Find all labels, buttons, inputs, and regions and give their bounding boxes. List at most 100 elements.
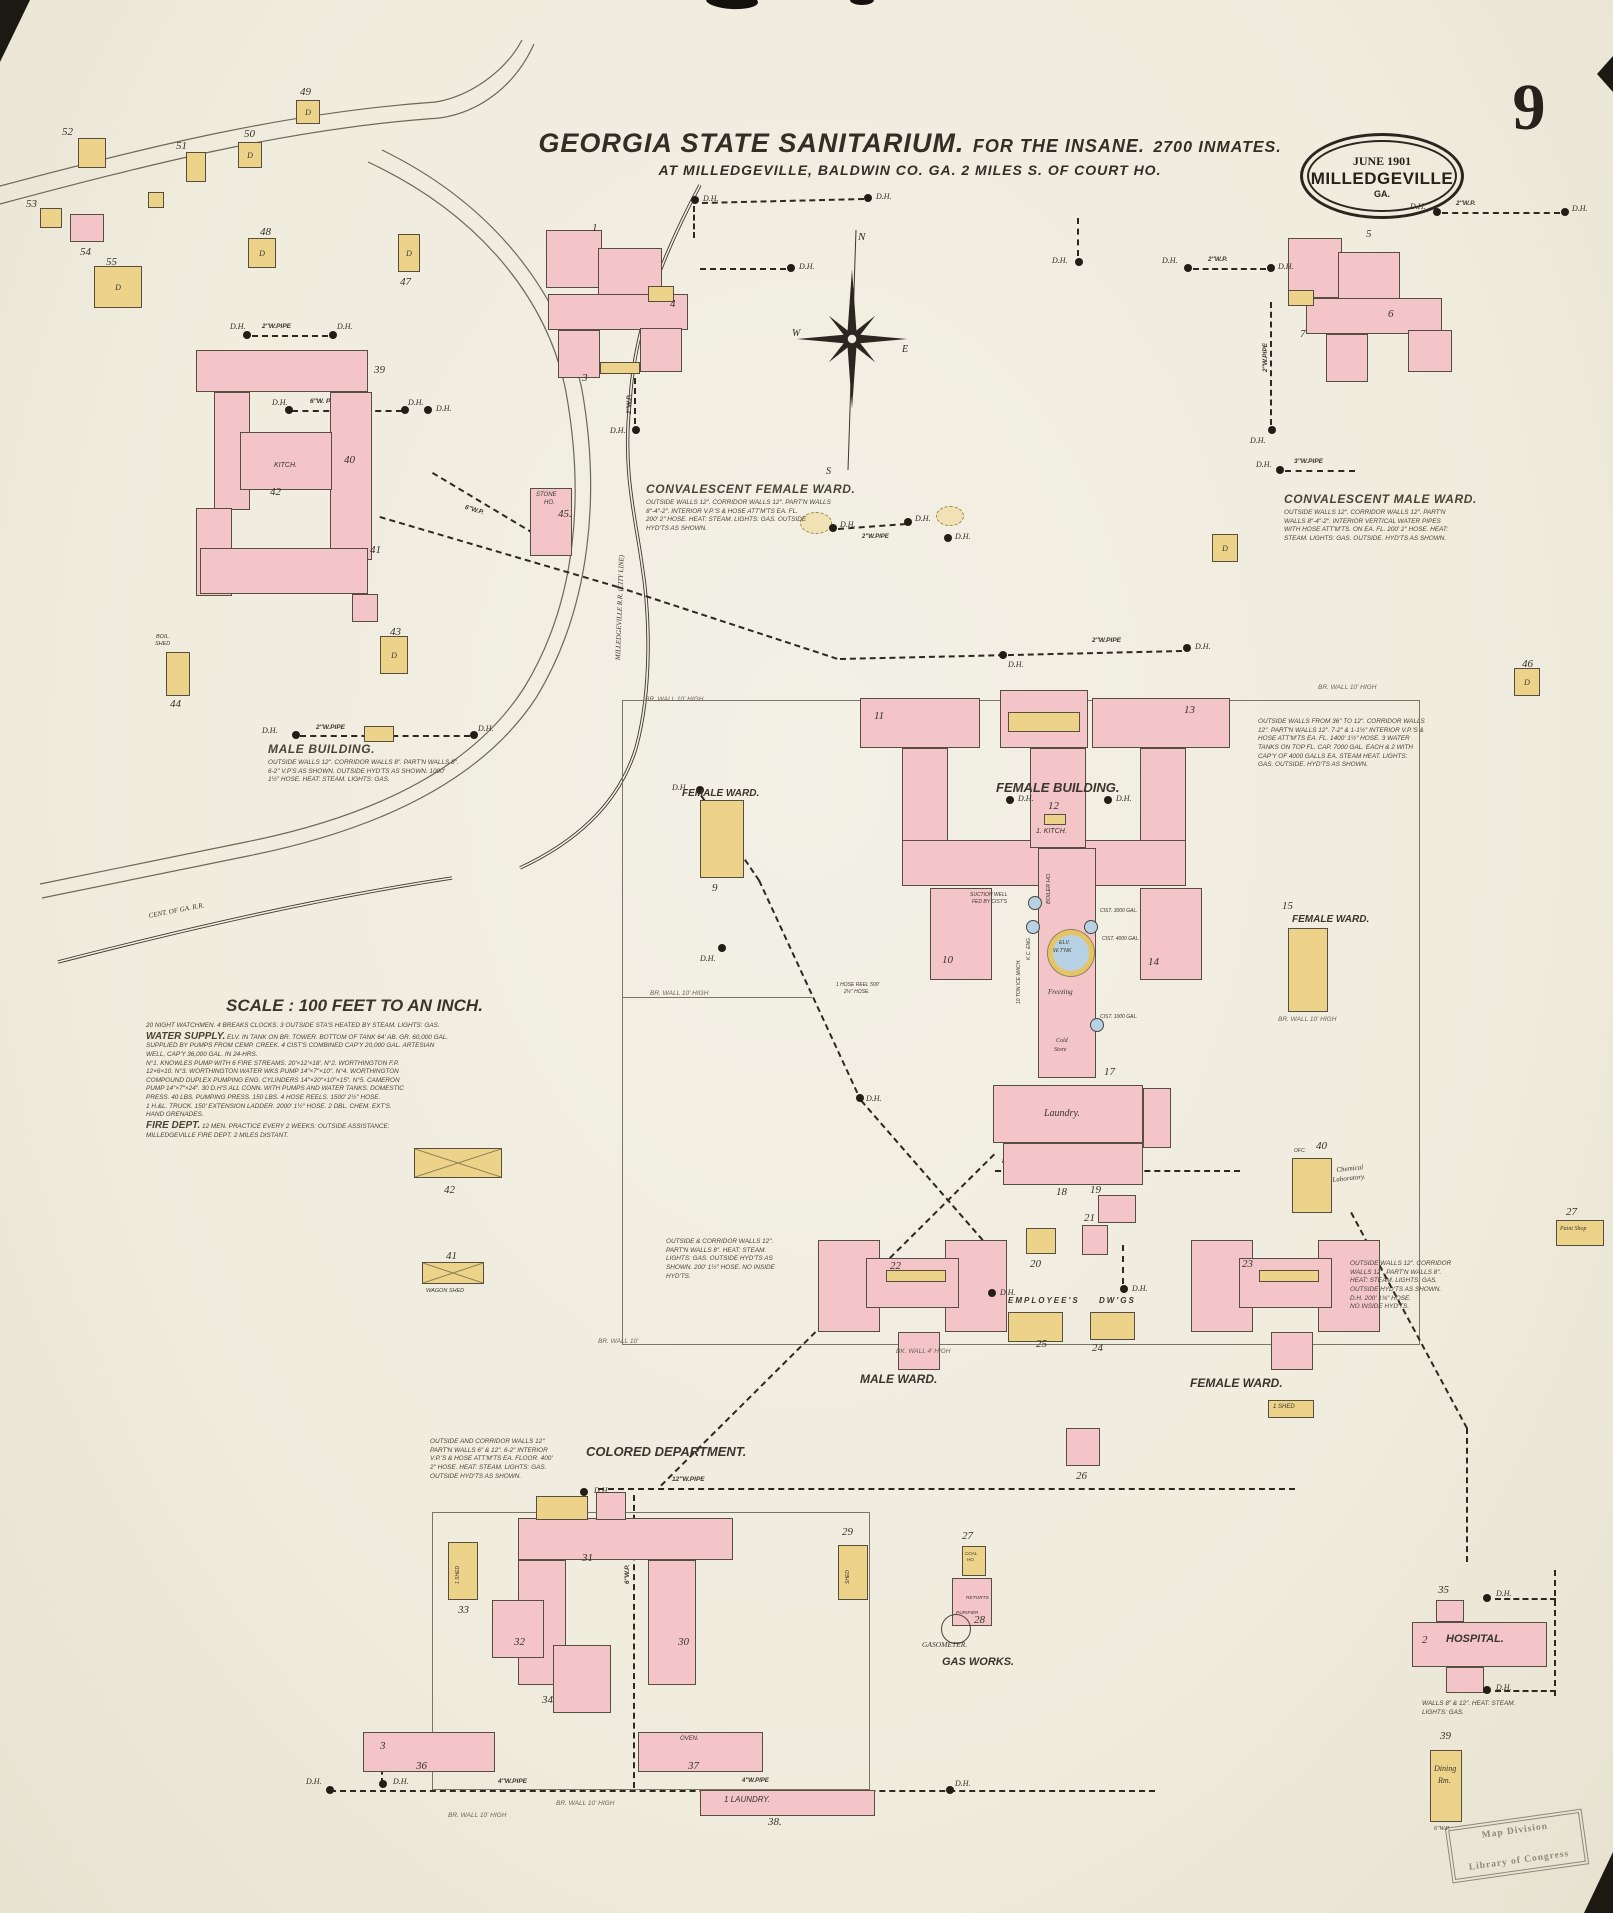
note-line: D.H. 200′ 1¾″ HOSE. [1350,1294,1412,1302]
hydrant-dot [718,944,726,952]
map-label: K.C. ENG. [1026,936,1032,960]
map-label: 1 LAUNDRY. [724,1795,771,1804]
building [492,1600,544,1658]
note-line: TANKS ON TOP FL. CAP. 7000 GAL. EACH & 2… [1258,743,1413,751]
stamp-city: MILLEDGEVILLE [1310,168,1454,188]
building [196,350,368,392]
building [1292,1158,1332,1213]
hydrant-label: D.H. [594,1486,610,1495]
hydrant-dot [329,331,337,339]
title-for: FOR THE INSANE. [972,136,1145,156]
building [186,152,206,182]
stamp-date: JUNE 1901 [1352,153,1412,168]
building [1430,1750,1462,1822]
building-letter: D [391,650,397,660]
hydrant-dot [1433,208,1441,216]
map-label: 2½″ HOSE. [844,989,870,995]
map-label: GASOMETER. [922,1640,968,1649]
building [1090,1312,1135,1340]
building [1408,330,1452,372]
building [352,594,378,622]
water-pipe-line [252,335,328,337]
map-label: PURIFIER [956,1611,979,1616]
edge-mark-top-2 [850,0,874,5]
building [553,1645,611,1713]
note-line: OUTSIDE WALLS 12″. CORRIDOR WALLS 12″. P… [1284,509,1446,516]
hydrant-dot [904,518,912,526]
hydrant-label: D.H. [799,262,815,271]
map-label: BR. WALL 10′ HIGH [645,696,704,703]
note-line: HOSE ATT'M'TS EA. FL. 1400′ 1½″ HOSE. 3 … [1258,735,1410,743]
note-line: LIGHTS: GAS. OUTSIDE HYD'TS AS [666,1255,773,1263]
hydrant-dot [1561,208,1569,216]
building [700,1790,875,1816]
building-number: 51 [176,140,187,152]
building [1026,1228,1056,1254]
water-pipe-line [1554,1570,1556,1696]
map-subtitle: AT MILLEDGEVILLE, BALDWIN CO. GA. 2 MILE… [658,162,1162,178]
note-line: COMPOUND DUPLEX PUMPING ENG. CYLINDERS 1… [146,1076,400,1084]
building [866,1258,959,1308]
building-letter: D [247,150,253,160]
hydrant-label: D.H. [1250,436,1266,445]
building [1288,290,1314,306]
water-pipe-label: 2″W.P. [1208,256,1228,263]
note-line: 12×6×10. N°3. WORTHINGTON WATER WKS PUMP… [146,1068,399,1076]
building-number: 54 [80,246,91,258]
building [838,1545,868,1600]
hydrant-label: D.H. [1195,642,1211,651]
building-number: 14 [1148,956,1159,968]
water-pipe-label: 2″W.PIPE [1262,343,1269,372]
building: D [296,100,320,124]
hydrant-label: D.H. [408,398,424,407]
building-number: 41 [446,1250,457,1262]
note-line: OUTSIDE HYD'TS AS SHOWN. [1350,1285,1442,1293]
stamp-state: GA. [1373,188,1390,199]
note-block: OUTSIDE WALLS FROM 36″ TO 12″. CORRIDOR … [1258,718,1468,770]
compass-n: N [857,231,866,243]
map-label: CIST. 4000 GAL. [1102,936,1140,942]
brick-wall-outline [432,1512,870,1790]
building-number: 17 [1104,1066,1115,1078]
hydrant-label: D.H. [306,1777,322,1786]
building-number: 15 [1282,900,1293,912]
map-label: FEMALE WARD. [1292,914,1370,925]
map-label: GAS WORKS. [942,1656,1015,1668]
map-label: BR. WALL 10′ HIGH [1278,1016,1337,1023]
cistern-circle [1026,920,1040,934]
note-line: PUMP 14″×7″×24″. 30 D.H'S ALL CONN. WITH… [146,1085,404,1093]
building-letter: D [305,107,311,117]
hydrant-label: D.H. [1008,660,1024,669]
building: D [398,234,420,272]
note-line: OUTSIDE WALLS 12″. CORRIDOR WALLS 12″. P… [646,499,831,506]
map-label: BOIL. [156,634,171,640]
hydrant-dot [856,1094,864,1102]
map-label: 10 TON ICE MACH. [1016,959,1022,1004]
note-line: WALLS 8″-4″-2″. INTERIOR VERTICAL WATER … [1284,517,1441,525]
map-label: HOSPITAL. [1446,1633,1504,1645]
building [1446,1667,1484,1693]
hydrant-dot [944,534,952,542]
map-label: EMPLOYEE'S [1008,1296,1080,1305]
building-number: 44 [170,698,181,710]
hydrant-label: D.H. [262,726,278,735]
building-number: 43 [390,626,401,638]
hydrant-label: D.H. [436,404,452,413]
hydrant-dot [580,1488,588,1496]
hydrant-dot [691,196,699,204]
hydrant-dot [829,524,837,532]
map-label: ELV. [1059,940,1071,946]
cistern-circle [1084,920,1098,934]
building-number: 32 [514,1636,525,1648]
map-label: 2″W.PIPE [862,534,889,540]
map-label: Store [1054,1047,1067,1053]
map-label: OVEN. [680,1736,699,1742]
building-number: 7 [1300,328,1306,340]
building-number: 36 [416,1760,427,1772]
building [1338,252,1400,300]
note-title: CONVALESCENT FEMALE WARD. [646,482,856,496]
building [536,1496,588,1520]
building-number: 35 [1438,1584,1449,1596]
sheet-number: 9 [1512,71,1546,144]
